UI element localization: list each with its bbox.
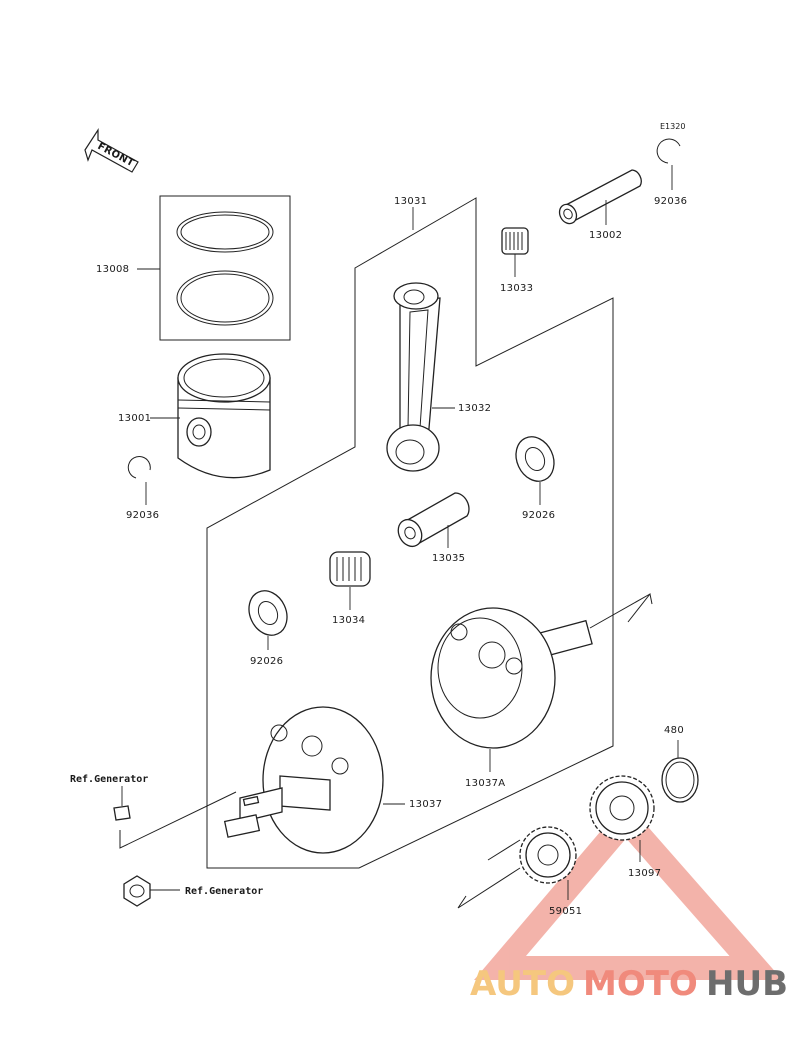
- circlip-gear: [661, 757, 699, 803]
- label-13032: 13032: [458, 403, 491, 414]
- watermark-logo: [474, 801, 783, 980]
- crank-pin: [397, 492, 470, 548]
- label-480: 480: [664, 725, 684, 736]
- label-92036-right: 92036: [654, 196, 687, 207]
- woodruff-key: [113, 805, 131, 821]
- circlip-right: [656, 138, 681, 164]
- label-13002: 13002: [589, 230, 622, 241]
- piston-ring-box: [159, 195, 291, 341]
- diagram-code: E1320: [660, 122, 685, 131]
- label-92026-right: 92026: [522, 510, 555, 521]
- connecting-rod: [386, 282, 441, 472]
- label-13037A: 13037A: [465, 778, 505, 789]
- label-13034: 13034: [332, 615, 365, 626]
- watermark-hub: HUB: [706, 964, 788, 1004]
- front-arrow-icon: FRONT: [84, 127, 139, 173]
- label-13035: 13035: [432, 553, 465, 564]
- crankshaft-left-half: [223, 706, 384, 854]
- label-13008: 13008: [96, 264, 129, 275]
- gear-shaft-line-2: [487, 839, 521, 861]
- watermark-wordmark: AUTO MOTO HUB: [470, 964, 788, 1004]
- flange-nut: [123, 875, 151, 907]
- label-13033: 13033: [500, 283, 533, 294]
- label-92036-left: 92036: [126, 510, 159, 521]
- gear-59051: [519, 826, 577, 884]
- watermark-moto: MOTO: [583, 964, 698, 1004]
- label-13097: 13097: [628, 868, 661, 879]
- gear-shaft-line: [457, 867, 521, 909]
- piston-ring-lower: [176, 270, 274, 326]
- label-92026-left: 92026: [250, 656, 283, 667]
- needle-bearing-small-end: [501, 227, 529, 255]
- gear-13097: [589, 775, 655, 841]
- watermark-auto: AUTO: [470, 964, 575, 1004]
- piston-pin: [558, 169, 642, 225]
- piston-ring-upper: [176, 211, 274, 253]
- thrust-washer-left: [248, 590, 288, 636]
- key-leader: [119, 791, 237, 849]
- label-59051: 59051: [549, 906, 582, 917]
- ref-generator-bottom: Ref.Generator: [185, 886, 263, 897]
- circlip-left: [127, 456, 151, 479]
- label-13037: 13037: [409, 799, 442, 810]
- label-13031: 13031: [394, 196, 427, 207]
- label-13001: 13001: [118, 413, 151, 424]
- crankshaft-assembly-outline: [206, 197, 614, 869]
- crankshaft-right-half: [430, 592, 653, 749]
- piston: [177, 353, 271, 479]
- needle-bearing-big-end: [329, 551, 371, 587]
- thrust-washer-right: [515, 436, 555, 482]
- ref-generator-top: Ref.Generator: [70, 774, 148, 785]
